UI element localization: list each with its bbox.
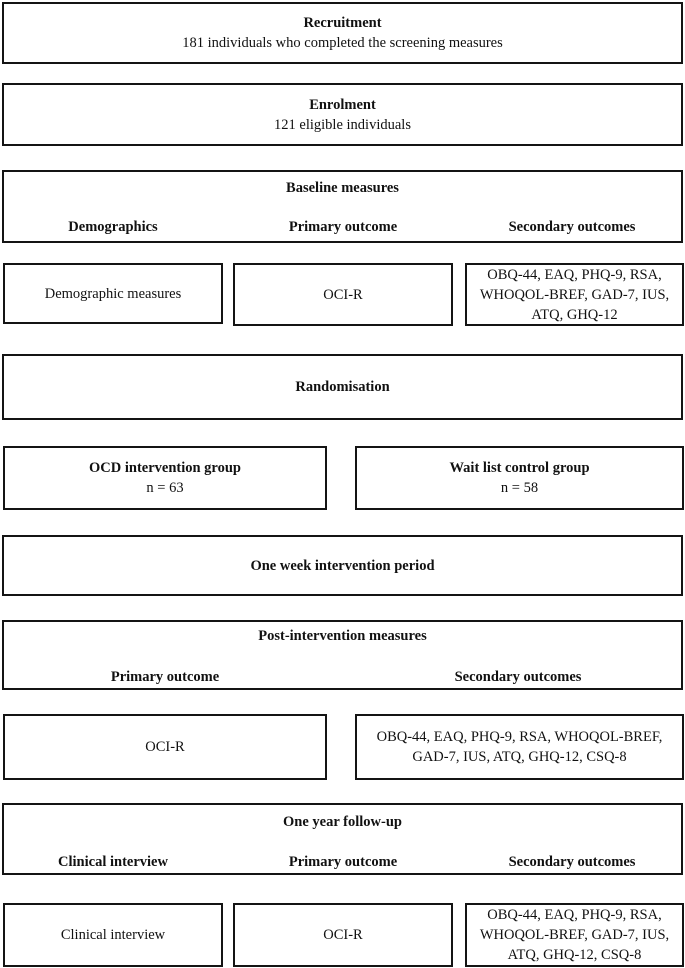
follow-up-primary-outcome-box: OCI-R [233,903,453,967]
randomisation-title: Randomisation [295,379,390,395]
post-intervention-column-secondary-outcomes: Secondary outcomes [454,669,582,685]
post-intervention-measures-box: Post-intervention measures Primary outco… [2,620,683,690]
intervention-period-title: One week intervention period [250,557,435,574]
baseline-secondary-outcomes-box: OBQ-44, EAQ, PHQ-9, RSA, WHOQOL-BREF, GA… [465,263,684,326]
demographic-measures-box: Demographic measures [3,263,223,324]
baseline-secondary-measures-label: OBQ-44, EAQ, PHQ-9, RSA, WHOQOL-BREF, GA… [479,266,670,323]
follow-up-title: One year follow-up [283,814,402,830]
baseline-oci-r-label: OCI-R [323,286,363,303]
ocd-intervention-group-title: OCD intervention group [89,460,241,476]
ocd-intervention-group-box: OCD intervention group n = 63 [3,446,327,510]
post-intervention-primary-outcome-box: OCI-R [3,714,327,780]
intervention-period-box: One week intervention period [2,535,683,596]
demographic-measures-label: Demographic measures [44,285,182,302]
follow-up-column-primary-outcome: Primary outcome [288,854,398,870]
follow-up-secondary-outcomes-box: OBQ-44, EAQ, PHQ-9, RSA, WHOQOL-BREF, GA… [465,903,684,967]
enrolment-detail: 121 eligible individuals [274,116,411,133]
post-intervention-column-primary-outcome: Primary outcome [110,669,220,685]
wait-list-control-group-title: Wait list control group [449,460,590,476]
recruitment-title: Recruitment [303,15,382,31]
recruitment-box: Recruitment 181 individuals who complete… [2,2,683,64]
clinical-interview-box: Clinical interview [3,903,223,967]
wait-list-control-group-n: n = 58 [500,480,539,496]
enrolment-box: Enrolment 121 eligible individuals [2,83,683,146]
baseline-column-demographics: Demographics [68,219,158,235]
follow-up-secondary-measures-label: OBQ-44, EAQ, PHQ-9, RSA, WHOQOL-BREF, GA… [479,907,670,963]
clinical-interview-label: Clinical interview [60,927,166,943]
randomisation-box: Randomisation [2,354,683,420]
follow-up-column-secondary-outcomes: Secondary outcomes [508,854,636,870]
post-intervention-secondary-measures-label: OBQ-44, EAQ, PHQ-9, RSA, WHOQOL-BREF, GA… [376,729,663,765]
enrolment-title: Enrolment [309,96,376,113]
post-intervention-oci-r-label: OCI-R [145,739,185,755]
baseline-measures-title: Baseline measures [286,180,399,196]
follow-up-column-clinical-interview: Clinical interview [58,854,168,870]
wait-list-control-group-box: Wait list control group n = 58 [355,446,684,510]
post-intervention-secondary-outcomes-box: OBQ-44, EAQ, PHQ-9, RSA, WHOQOL-BREF, GA… [355,714,684,780]
baseline-column-secondary-outcomes: Secondary outcomes [508,219,636,235]
ocd-intervention-group-n: n = 63 [146,480,184,496]
follow-up-oci-r-label: OCI-R [323,927,363,943]
baseline-measures-box: Baseline measures Demographics Primary o… [2,170,683,243]
baseline-column-primary-outcome: Primary outcome [288,219,398,235]
post-intervention-measures-title: Post-intervention measures [258,628,427,644]
recruitment-detail: 181 individuals who completed the screen… [182,35,503,51]
baseline-primary-outcome-box: OCI-R [233,263,453,326]
follow-up-box: One year follow-up Clinical interview Pr… [2,803,683,875]
